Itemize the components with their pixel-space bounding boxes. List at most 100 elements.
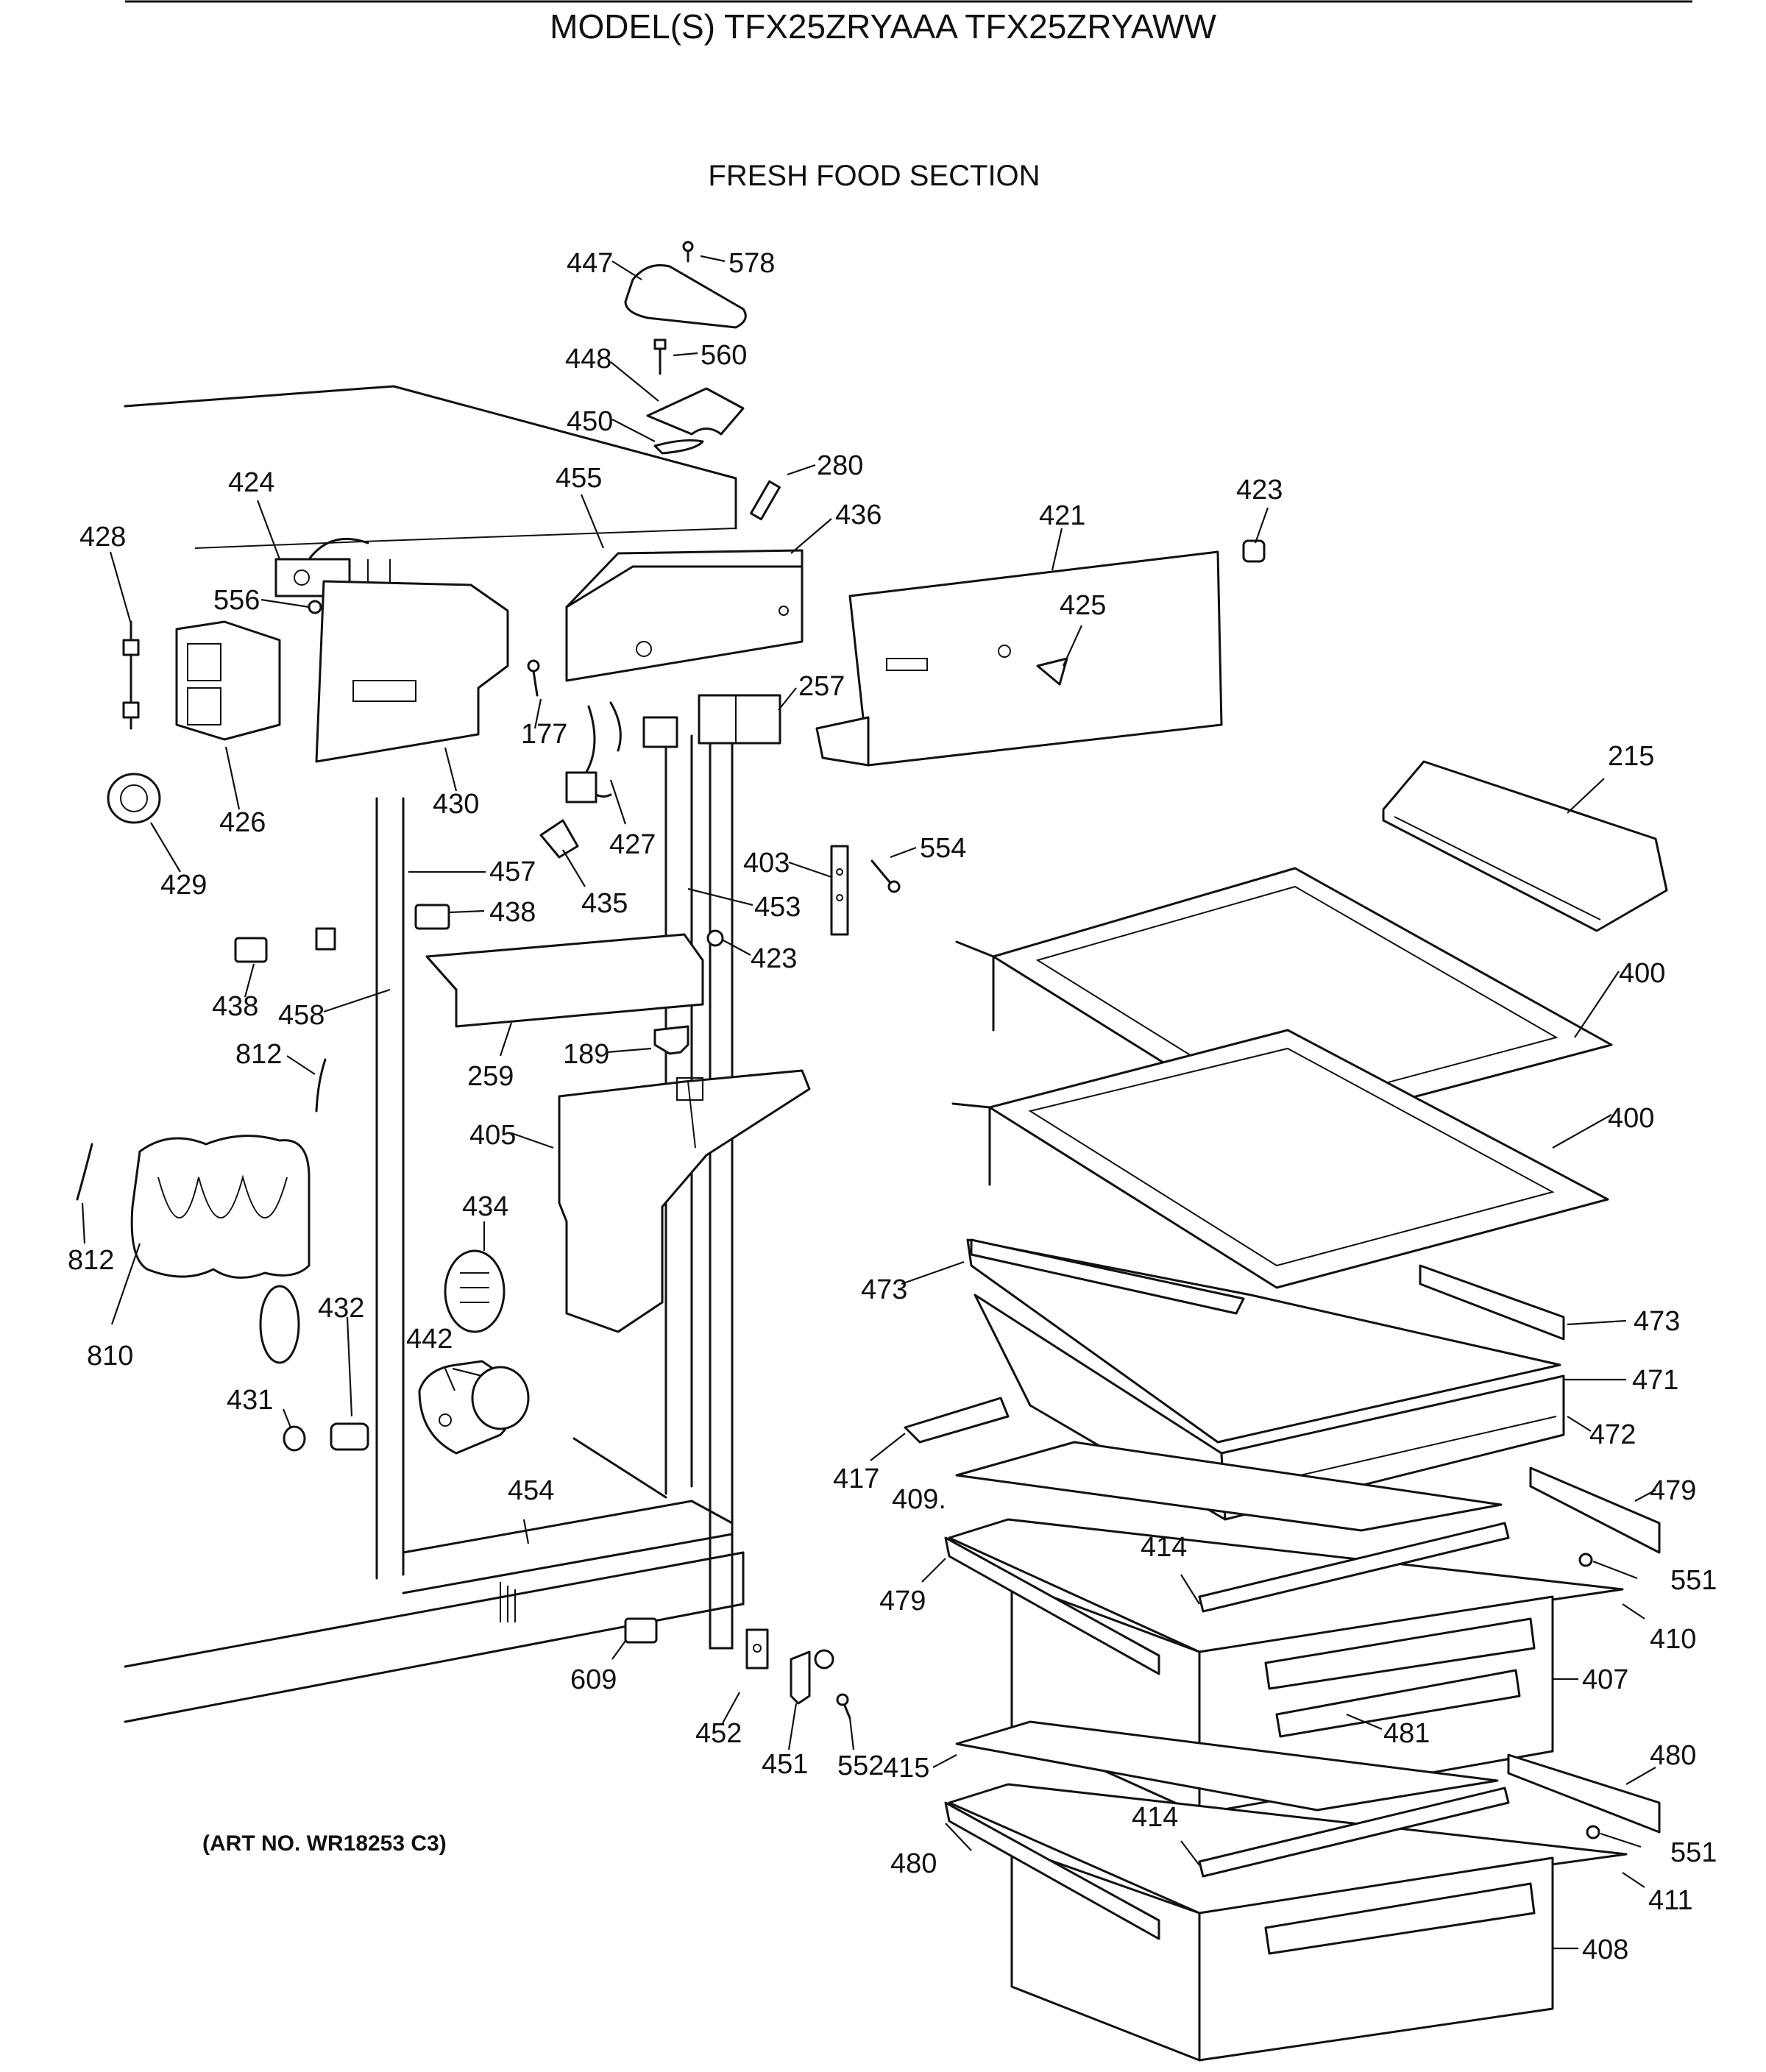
callout-455: 455 (556, 463, 602, 494)
callout-472: 472 (1589, 1419, 1636, 1450)
air-duct-430 (315, 580, 509, 763)
callout-453: 453 (754, 892, 801, 923)
callout-414b: 414 (1132, 1802, 1178, 1833)
callout-189: 189 (563, 1039, 609, 1070)
callout-177: 177 (521, 719, 567, 750)
bracket-452 (745, 1628, 769, 1670)
callout-407: 407 (1582, 1664, 1628, 1695)
callout-480b: 480 (890, 1848, 937, 1879)
callout-438b: 438 (212, 991, 258, 1022)
callout-442: 442 (406, 1324, 453, 1355)
section-title: FRESH FOOD SECTION (708, 160, 1040, 192)
callout-551a: 551 (1670, 1565, 1717, 1596)
light-socket-442 (418, 1360, 530, 1455)
callout-421: 421 (1039, 500, 1085, 531)
rail-480a (1507, 1753, 1661, 1834)
callout-812a: 812 (235, 1039, 282, 1070)
bracket-448 (646, 387, 745, 436)
screw-578 (682, 241, 694, 263)
callout-410: 410 (1650, 1624, 1696, 1655)
callout-479a: 479 (1650, 1475, 1696, 1506)
rail-403 (830, 845, 849, 936)
drawer-408 (948, 1783, 1628, 2062)
cabinet-liner (124, 385, 745, 1723)
callout-427: 427 (609, 829, 656, 860)
callout-450: 450 (567, 406, 613, 437)
part-280 (750, 480, 781, 521)
lens-431 (259, 1285, 306, 1452)
callout-452: 452 (695, 1718, 742, 1749)
cap-423a (1242, 539, 1266, 563)
rail-417 (904, 1397, 1010, 1444)
callout-434: 434 (462, 1191, 508, 1222)
cap-423b (706, 929, 724, 947)
callout-409: 409. (892, 1484, 946, 1515)
callout-454: 454 (508, 1475, 554, 1506)
grommet-429 (107, 773, 161, 824)
callout-426: 426 (219, 807, 266, 838)
callout-430: 430 (433, 789, 479, 820)
light-shield-259 (425, 933, 704, 1028)
callout-473a: 473 (861, 1274, 907, 1305)
callout-215: 215 (1608, 741, 1654, 772)
bulb-438a (414, 904, 450, 930)
cover-447 (624, 264, 747, 329)
clip-450 (653, 439, 704, 455)
callout-436: 436 (835, 500, 882, 531)
callout-428: 428 (79, 522, 126, 553)
callout-609: 609 (570, 1664, 617, 1695)
screw-560 (653, 338, 667, 375)
screw-552 (836, 1693, 851, 1720)
fitting-609 (624, 1617, 658, 1644)
rail-479b (944, 1536, 1160, 1675)
housing-432 (330, 1422, 369, 1451)
callout-471: 471 (1632, 1365, 1678, 1396)
knob-425 (1036, 657, 1068, 686)
callout-551b: 551 (1670, 1837, 1717, 1868)
damper-426 (175, 620, 281, 741)
water-tank-810 (130, 1135, 311, 1279)
screw-551a (1578, 1553, 1593, 1567)
screw-556 (308, 600, 322, 614)
screw-551b (1586, 1825, 1600, 1839)
rail-414b (1198, 1787, 1510, 1878)
bin-215 (1382, 760, 1668, 932)
callout-425: 425 (1060, 590, 1106, 621)
callout-810: 810 (87, 1341, 133, 1372)
cover-405 (558, 1069, 811, 1333)
callout-451: 451 (762, 1749, 808, 1780)
model-title: MODEL(S) TFX25ZRYAAA TFX25ZRYAWW (550, 7, 1216, 46)
callout-labels: 578 447 560 448 450 280 424 455 436 421 … (68, 248, 1717, 1965)
callout-400a: 400 (1619, 958, 1665, 989)
glass-415 (955, 1720, 1499, 1812)
callout-438a: 438 (489, 897, 536, 928)
art-number: (ART NO. WR18253 C3) (202, 1831, 447, 1856)
callout-259: 259 (467, 1061, 514, 1092)
sensor-428 (122, 620, 140, 730)
relay-257 (698, 694, 781, 745)
callout-448: 448 (565, 344, 611, 375)
callout-556: 556 (213, 585, 260, 616)
rail-414a (1198, 1522, 1510, 1613)
callout-414a: 414 (1141, 1532, 1187, 1563)
rail-480b (944, 1801, 1160, 1940)
hinge-451 (790, 1649, 834, 1705)
glass-409 (955, 1441, 1503, 1532)
callout-400b: 400 (1608, 1103, 1654, 1134)
callout-560: 560 (701, 340, 747, 371)
screw-177 (527, 659, 540, 697)
shelf-400b (951, 1029, 1609, 1289)
leader-lines (81, 255, 1656, 1950)
rail-473b (1419, 1264, 1565, 1341)
callout-423b: 423 (751, 943, 797, 974)
callout-403: 403 (743, 848, 790, 879)
callout-480a: 480 (1650, 1740, 1696, 1771)
light-lens-434 (444, 1249, 506, 1333)
callout-552: 552 (837, 1750, 884, 1781)
callout-408: 408 (1582, 1934, 1628, 1965)
screw-554 (870, 859, 901, 893)
callout-458: 458 (278, 1000, 325, 1031)
callout-435: 435 (581, 888, 628, 919)
rail-479a (1529, 1466, 1661, 1554)
